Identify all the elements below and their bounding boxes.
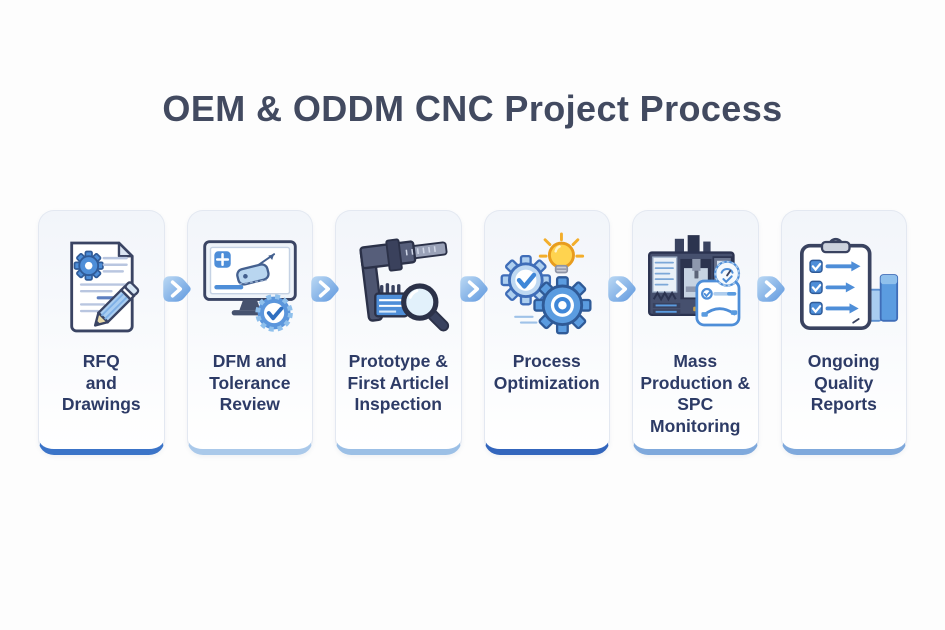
- step-label: Mass Production & SPC Monitoring: [633, 351, 758, 437]
- step-label-line: Inspection: [354, 394, 442, 414]
- chevron-right-icon: [311, 276, 339, 302]
- step-label-line: Quality: [814, 372, 874, 393]
- step-card-rfq-drawings: RFQ and Drawings: [38, 210, 165, 455]
- step-label-line: RFQ: [82, 351, 120, 371]
- step-card-prototype-fai: Prototype & First Articlel Inspection: [335, 210, 462, 455]
- step-label-line: Mass: [673, 351, 718, 371]
- step-label-line: Drawings: [61, 394, 141, 414]
- step-label-line: Process: [512, 351, 581, 371]
- rfq-document-icon: [39, 211, 164, 349]
- step-label: DFM and Tolerance Review: [205, 351, 294, 416]
- step-label-line: SPC Monitoring: [650, 394, 741, 436]
- step-label-line: Production &: [640, 372, 751, 393]
- step-label: Process Optimization: [490, 351, 604, 394]
- flow-arrow: [756, 210, 785, 455]
- step-label-line: Ongoing: [807, 351, 880, 371]
- page-title: OEM & ODDM CNC Project Process: [162, 88, 783, 129]
- flow-arrow: [311, 210, 339, 455]
- flow-arrow: [608, 210, 636, 455]
- gears-lightbulb-icon: [485, 211, 610, 349]
- step-label-line: Review: [219, 394, 280, 414]
- chevron-right-icon: [162, 276, 191, 302]
- process-flow: RFQ and Drawings: [38, 210, 907, 455]
- step-label: Ongoing Quality Reports: [804, 351, 884, 416]
- chevron-right-icon: [756, 276, 785, 302]
- step-label-line: DFM and: [212, 351, 287, 371]
- step-label-line: Optimization: [493, 372, 600, 393]
- step-label: Prototype & First Articlel Inspection: [344, 351, 453, 416]
- dfm-monitor-icon: [188, 211, 313, 349]
- step-card-dfm-review: DFM and Tolerance Review: [186, 210, 313, 455]
- step-label-line: First Articlel: [347, 372, 449, 393]
- flow-arrow: [162, 210, 191, 455]
- caliper-inspection-icon: [336, 211, 461, 349]
- clipboard-chart-icon: [782, 211, 907, 349]
- cnc-machine-icon: [633, 211, 758, 349]
- step-label: RFQ and Drawings: [58, 351, 145, 416]
- chevron-right-icon: [608, 276, 636, 302]
- step-card-process-optimization: Process Optimization: [483, 210, 610, 455]
- step-card-mass-production: Mass Production & SPC Monitoring: [632, 210, 759, 455]
- step-label-line: Reports: [810, 394, 877, 414]
- flow-arrow: [459, 210, 488, 455]
- chevron-right-icon: [459, 276, 488, 302]
- step-label-line: and: [85, 372, 117, 393]
- step-card-quality-reports: Ongoing Quality Reports: [780, 210, 907, 455]
- step-label-line: Tolerance: [209, 372, 291, 393]
- step-label-line: Prototype &: [348, 351, 448, 371]
